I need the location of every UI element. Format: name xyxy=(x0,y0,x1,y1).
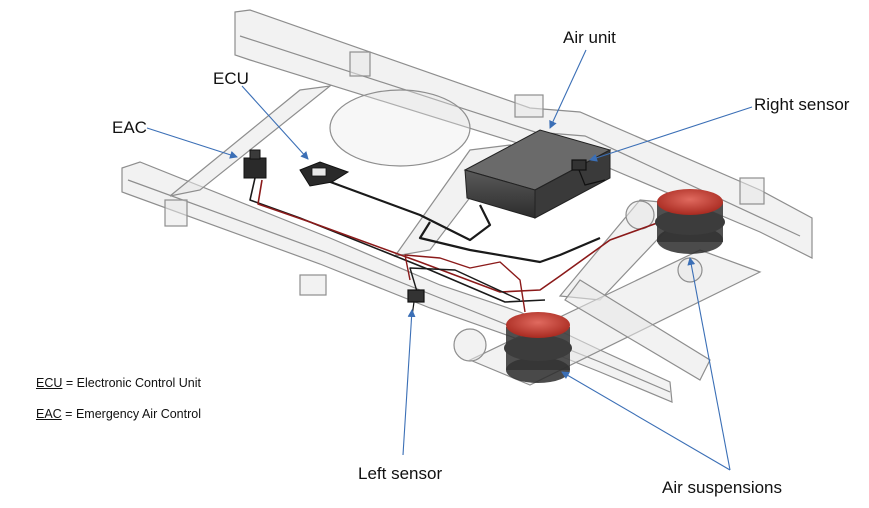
leader-left-sensor xyxy=(402,309,416,456)
legend-eac-sep: = xyxy=(61,407,76,421)
eac-body xyxy=(243,157,267,179)
air-unit-label: Air unit xyxy=(563,28,616,47)
leader-air-susp-right xyxy=(687,257,731,471)
wire-black-left xyxy=(409,267,521,301)
trailing-arm xyxy=(564,279,711,381)
air-suspensions-label: Air suspensions xyxy=(662,478,783,497)
left-rail-edge xyxy=(127,179,671,393)
tank-ghost xyxy=(329,89,471,167)
mount-1 xyxy=(625,200,655,230)
bracket-e xyxy=(299,274,327,296)
wire-red-main xyxy=(257,179,661,293)
leader-right-sensor xyxy=(589,106,753,162)
air-bag-left xyxy=(504,312,572,383)
bracket-a xyxy=(514,94,544,118)
eac-knob xyxy=(249,149,261,160)
ecu-module xyxy=(299,161,350,187)
leader-air-susp-left xyxy=(561,371,731,471)
air-bag-right-top xyxy=(657,189,723,215)
air-bag-left-top xyxy=(506,312,570,338)
bracket-c xyxy=(739,177,765,205)
legend-eac: EAC = Emergency Air Control xyxy=(36,407,201,421)
cross-member-front xyxy=(169,85,333,197)
wiring-harness xyxy=(249,177,661,313)
air-bag-left-mid xyxy=(504,335,572,361)
legend-ecu-sep: = xyxy=(62,376,77,390)
air-bag-right-mid xyxy=(655,209,725,235)
bracket-d xyxy=(164,199,188,227)
air-bag-right xyxy=(655,189,725,254)
leader-eac xyxy=(146,127,238,159)
right-sensor-arm xyxy=(578,169,606,186)
right-frame-rail xyxy=(234,9,813,259)
leader-ecu xyxy=(241,85,309,160)
left-sensor-label: Left sensor xyxy=(358,464,443,483)
right-sensor-label: Right sensor xyxy=(754,95,850,114)
leader-air-unit xyxy=(549,49,587,129)
ecu-connector xyxy=(311,167,327,177)
legend-ecu: ECU = Electronic Control Unit xyxy=(36,376,201,390)
mount-3 xyxy=(677,257,703,283)
mount-2 xyxy=(453,328,487,362)
legend-eac-abbr: EAC xyxy=(36,407,62,421)
leader-lines xyxy=(146,49,753,471)
air-unit xyxy=(463,129,612,219)
eac-module xyxy=(243,149,267,179)
wire-black-to-eac xyxy=(249,177,546,303)
right-sensor xyxy=(571,159,606,186)
legend-ecu-text: Electronic Control Unit xyxy=(76,376,202,390)
bracket-b xyxy=(349,51,371,77)
eac-label: EAC xyxy=(112,118,147,137)
legend-eac-text: Emergency Air Control xyxy=(75,407,202,421)
wire-red-left xyxy=(404,254,526,313)
legend-ecu-abbr: ECU xyxy=(36,376,63,390)
right-sensor-body xyxy=(571,159,587,171)
right-rail-edge xyxy=(239,35,801,237)
wire-black-main xyxy=(324,178,601,264)
left-sensor-body xyxy=(407,289,425,303)
ecu-label: ECU xyxy=(213,69,249,88)
